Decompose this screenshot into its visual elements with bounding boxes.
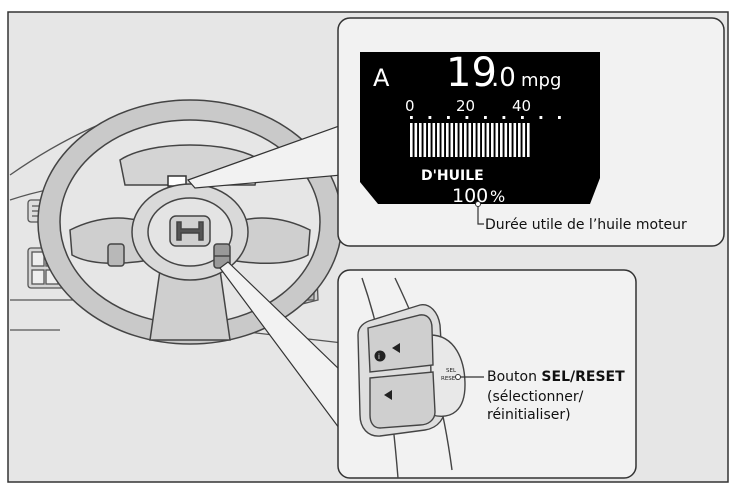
gauge-dot [502,116,506,119]
gauge-bar [527,123,530,157]
gauge-bar [513,123,517,157]
gauge-bar [441,123,445,157]
gauge-bar [504,123,508,157]
gauge-bar [486,123,490,157]
gauge-bar [414,123,418,157]
gauge-dots [410,116,561,119]
gauge-bar [477,123,481,157]
gauge-bar [509,123,512,157]
steering-wheel [37,99,343,345]
gauge-bar [468,123,472,157]
gauge-tick-40: 40 [512,97,531,115]
mpg-gauge-bars [410,123,530,157]
switch-label-sel: SEL [446,368,457,374]
gauge-tick-20: 20 [456,97,475,115]
arrow-up-icon [392,343,400,353]
switch-label-reset: RESET [441,376,459,382]
gauge-bar [482,123,485,157]
oil-life-callout: Durée utile de l’huile moteur [485,217,687,233]
oil-life-leader-line [477,204,484,225]
oil-life-leader-dot [475,201,481,207]
oil-life-unit: % [490,187,505,206]
gauge-dot [465,116,469,119]
gauge-bar [491,123,494,157]
gauge-dot [521,116,524,119]
sel-reset-callout-line2: (sélectionner/ [487,389,584,405]
sel-reset-callout-line1: Bouton SEL/RESET [487,369,625,385]
gauge-bar [446,123,449,157]
gauge-bar [428,123,431,157]
mode-letter: A [373,64,390,92]
gauge-dot [558,116,561,119]
oil-label: D'HUILE [421,168,484,184]
gauge-bar [455,123,458,157]
gauge-bar [432,123,436,157]
sel-reset-prefix: Bouton [487,369,541,385]
gauge-dot [539,116,543,119]
sel-reset-callout-line3: réinitialiser) [487,407,571,423]
gauge-bar [423,123,427,157]
gauge-bar [473,123,476,157]
gauge-dot [410,116,413,119]
gauge-dot [428,116,432,119]
gauge-bar [459,123,463,157]
gauge-dot [447,116,450,119]
mpg-decimal: .0 [491,63,516,93]
gauge-bar [518,123,521,157]
gauge-bar [437,123,440,157]
info-icon [374,350,386,362]
gauge-bar [500,123,503,157]
gauge-bar [464,123,467,157]
gauge-bar [522,123,526,157]
gauge-bar [410,123,413,157]
mpg-whole: 19 [446,50,497,96]
gauge-dot [484,116,487,119]
arrow-down-icon [384,390,392,400]
gauge-bar [450,123,454,157]
info-icon-glyph: i [378,353,380,361]
gauge-bar [419,123,422,157]
oil-life-value: 100 [452,185,488,207]
sel-reset-name: SEL/RESET [541,369,625,385]
sel-reset-leader-dot [455,374,461,380]
gauge-tick-0: 0 [405,97,415,115]
mpg-unit: mpg [521,70,561,91]
gauge-bar [495,123,499,157]
